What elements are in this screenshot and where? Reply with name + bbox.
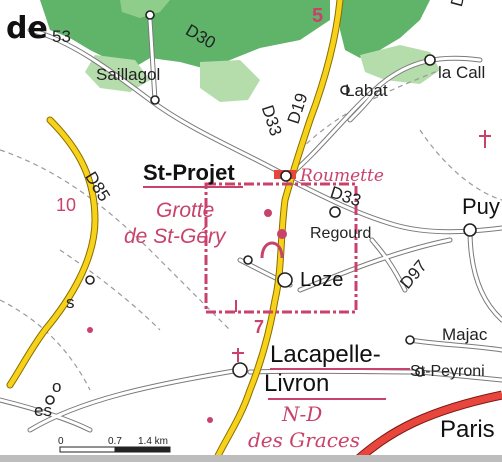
place-de-st-gery: de St-Géry bbox=[124, 225, 226, 248]
place-paris: Paris bbox=[440, 416, 495, 443]
place-nd: N-D bbox=[282, 402, 323, 426]
site-boundary bbox=[204, 182, 358, 314]
lacapelle-underline bbox=[270, 368, 410, 370]
scale-label-end: 1.4 km bbox=[138, 436, 169, 447]
cave-symbol bbox=[260, 241, 284, 259]
place-st-peyronie: St-Peyroni bbox=[410, 363, 485, 380]
scale-label-zero: 0 bbox=[58, 436, 64, 447]
place-grotte: Grotte bbox=[156, 199, 215, 222]
place-saillagol: Saillagol bbox=[96, 65, 161, 84]
place-left-s: s bbox=[66, 293, 75, 312]
yellow-roads bbox=[7, 0, 343, 462]
road-label-10: 10 bbox=[56, 195, 77, 215]
church-symbols bbox=[232, 130, 491, 362]
place-regourd: Regourd bbox=[310, 225, 372, 242]
place-puy: Puy bbox=[462, 194, 500, 219]
road-label-5: 5 bbox=[312, 5, 324, 27]
road-label-53: 53 bbox=[52, 27, 71, 46]
place-la-call: la Call bbox=[438, 63, 486, 82]
place-labat: Labat bbox=[345, 81, 388, 100]
place-roumette: Roumette bbox=[300, 166, 384, 186]
poi-markers bbox=[87, 209, 287, 423]
place-majac: Majac bbox=[442, 325, 488, 344]
red-main-road bbox=[351, 390, 502, 462]
place-loze: Loze bbox=[300, 269, 344, 291]
place-left-o: o bbox=[52, 377, 62, 396]
livron-underline bbox=[268, 398, 386, 400]
st-projet-underline bbox=[143, 186, 243, 188]
place-st-projet: St-Projet bbox=[143, 160, 235, 185]
prefix-word: de bbox=[6, 11, 48, 46]
place-lacapelle: Lacapelle- bbox=[270, 341, 381, 368]
place-des-graces: des Graces bbox=[248, 428, 361, 452]
scale-label-mid: 0.7 bbox=[108, 436, 122, 447]
place-livron: Livron bbox=[264, 370, 330, 397]
place-left-es: es bbox=[34, 401, 52, 420]
road-label-7: 7 bbox=[254, 317, 265, 337]
village-markers bbox=[45, 10, 477, 405]
forest-areas bbox=[40, 0, 440, 102]
bottom-edge bbox=[0, 455, 502, 462]
scale-bar bbox=[59, 446, 171, 453]
